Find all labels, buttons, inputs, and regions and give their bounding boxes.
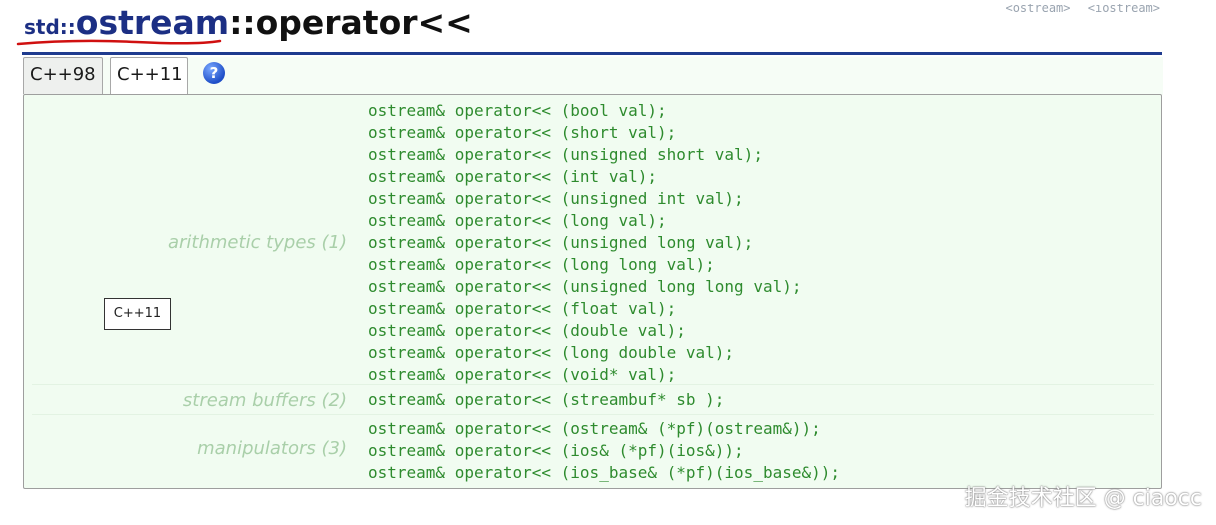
group-manipulators: manipulators (3) ostream& operator<< (os… [24, 415, 1161, 490]
group-label: stream buffers (2) [182, 390, 347, 411]
red-underline-annotation [16, 39, 222, 46]
prototype-line: ostream& operator<< (long val); [368, 211, 667, 230]
group-arithmetic-types: arithmetic types (1) ostream& operator<<… [24, 95, 1161, 384]
prototype-line: ostream& operator<< (streambuf* sb ); [368, 390, 725, 409]
header-ostream-link[interactable]: <ostream> [1005, 4, 1071, 15]
version-tabs: C++98 C++11 ? [23, 57, 1163, 95]
prototype-list: ostream& operator<< (ostream& (*pf)(ostr… [368, 418, 840, 484]
tab-cpp11[interactable]: C++11 [110, 57, 188, 94]
title-class-name[interactable]: ostream [75, 3, 230, 42]
prototype-line: ostream& operator<< (unsigned int val); [368, 189, 744, 208]
header-files: <ostream> <iostream> [995, 4, 1160, 16]
tab-cpp98[interactable]: C++98 [23, 57, 103, 94]
prototype-list: ostream& operator<< (bool val); ostream&… [368, 100, 801, 386]
prototype-list: ostream& operator<< (streambuf* sb ); [368, 389, 724, 411]
prototype-line: ostream& operator<< (long long val); [368, 255, 715, 274]
group-label: arithmetic types (1) [168, 232, 347, 253]
tooltip-cpp11: C++11 [104, 298, 171, 330]
page-title: std::ostream::operator<< [24, 6, 473, 39]
watermark: 掘金技术社区 @ ciaocc [964, 486, 1202, 511]
title-divider [22, 52, 1162, 55]
prototype-line: ostream& operator<< (unsigned long val); [368, 233, 754, 252]
header-iostream-link[interactable]: <iostream> [1087, 4, 1160, 15]
prototype-line: ostream& operator<< (ios_base& (*pf)(ios… [368, 463, 841, 482]
group-divider [32, 414, 1154, 415]
help-icon[interactable]: ? [203, 62, 225, 84]
prototype-line: ostream& operator<< (ios& (*pf)(ios&)); [368, 441, 744, 460]
group-label: manipulators (3) [197, 438, 347, 459]
prototype-line: ostream& operator<< (double val); [368, 321, 686, 340]
prototype-line: ostream& operator<< (void* val); [368, 365, 677, 384]
prototype-line: ostream& operator<< (bool val); [368, 101, 667, 120]
prototype-line: ostream& operator<< (unsigned short val)… [368, 145, 763, 164]
title-operator: ::operator<< [229, 3, 473, 42]
prototype-line: ostream& operator<< (int val); [368, 167, 657, 186]
prototype-line: ostream& operator<< (unsigned long long … [368, 277, 802, 296]
prototype-line: ostream& operator<< (long double val); [368, 343, 735, 362]
prototype-line: ostream& operator<< (short val); [368, 123, 677, 142]
group-divider [32, 384, 1154, 385]
prototype-panel: arithmetic types (1) ostream& operator<<… [23, 94, 1162, 489]
prototype-line: ostream& operator<< (float val); [368, 299, 677, 318]
title-namespace[interactable]: std:: [24, 15, 76, 39]
group-stream-buffers: stream buffers (2) ostream& operator<< (… [24, 385, 1161, 415]
prototype-line: ostream& operator<< (ostream& (*pf)(ostr… [368, 419, 821, 438]
